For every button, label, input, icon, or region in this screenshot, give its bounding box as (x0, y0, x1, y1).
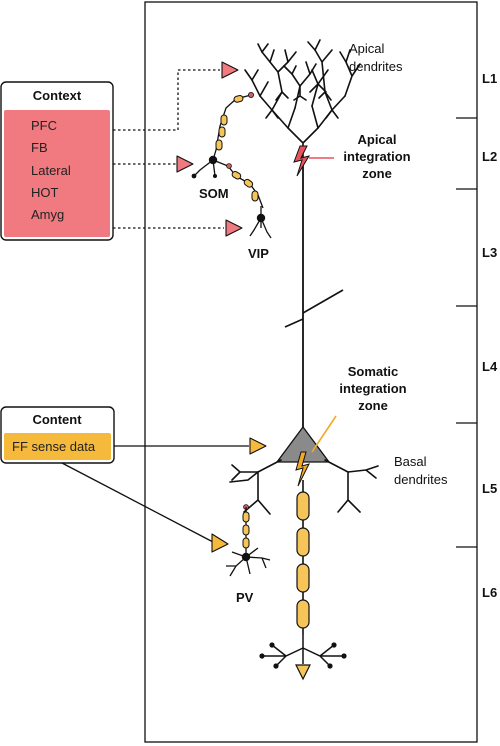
layer-label-l4: L4 (482, 359, 498, 374)
somatic-zone-label-line3: zone (358, 398, 388, 413)
output-arrow-icon (295, 664, 311, 681)
content-connectors (61, 445, 249, 543)
pv-label: PV (236, 590, 254, 605)
context-box: Context PFC FB Lateral HOT Amyg (0, 81, 114, 241)
layer-boundaries (456, 117, 477, 548)
layer-label-l5: L5 (482, 481, 497, 496)
content-synapse-arrows (211, 437, 267, 553)
apical-dendrites-label-line1: Apical (349, 41, 385, 56)
som-interneuron (191, 92, 264, 209)
layer-label-l3: L3 (482, 245, 497, 260)
layer-label-l2: L2 (482, 149, 497, 164)
myelin-sheaths (296, 491, 310, 629)
apical-dendrites-label-line2: dendrites (349, 59, 403, 74)
basal-dendrites-label-line1: Basal (394, 454, 427, 469)
context-synapse-arrows (176, 61, 243, 237)
apical-zone-label-line3: zone (362, 166, 392, 181)
lightning-icon (295, 451, 310, 487)
context-item-hot: HOT (31, 185, 59, 200)
vip-label: VIP (248, 246, 269, 261)
layer-label-l6: L6 (482, 585, 497, 600)
context-box-title: Context (33, 88, 82, 103)
apical-zone-label-line2: integration (343, 149, 410, 164)
somatic-zone-label-line2: integration (339, 381, 406, 396)
layer-label-l1: L1 (482, 71, 497, 86)
vip-interneuron (226, 163, 272, 239)
terminal-dots (259, 642, 347, 669)
basal-dendrites-label-line2: dendrites (394, 472, 448, 487)
context-item-fb: FB (31, 140, 48, 155)
somatic-zone-pointer (311, 415, 337, 453)
basal-dendrites (229, 459, 379, 515)
apical-zone-label-line1: Apical (357, 132, 396, 147)
som-label: SOM (199, 186, 229, 201)
oblique-dendrite (302, 289, 344, 314)
context-item-pfc: PFC (31, 118, 57, 133)
content-item-ff-sense-data: FF sense data (12, 439, 96, 454)
context-connectors (113, 69, 224, 229)
content-box: Content FF sense data (0, 406, 115, 464)
context-item-lateral: Lateral (31, 163, 71, 178)
somatic-zone-label-line1: Somatic (348, 364, 399, 379)
context-item-amyg: Amyg (31, 207, 64, 222)
oblique-dendrite (284, 318, 304, 328)
lightning-icon (293, 145, 311, 177)
axon-terminals (262, 635, 344, 667)
content-box-title: Content (32, 412, 82, 427)
pv-interneuron (226, 504, 271, 577)
column-frame (144, 1, 478, 743)
